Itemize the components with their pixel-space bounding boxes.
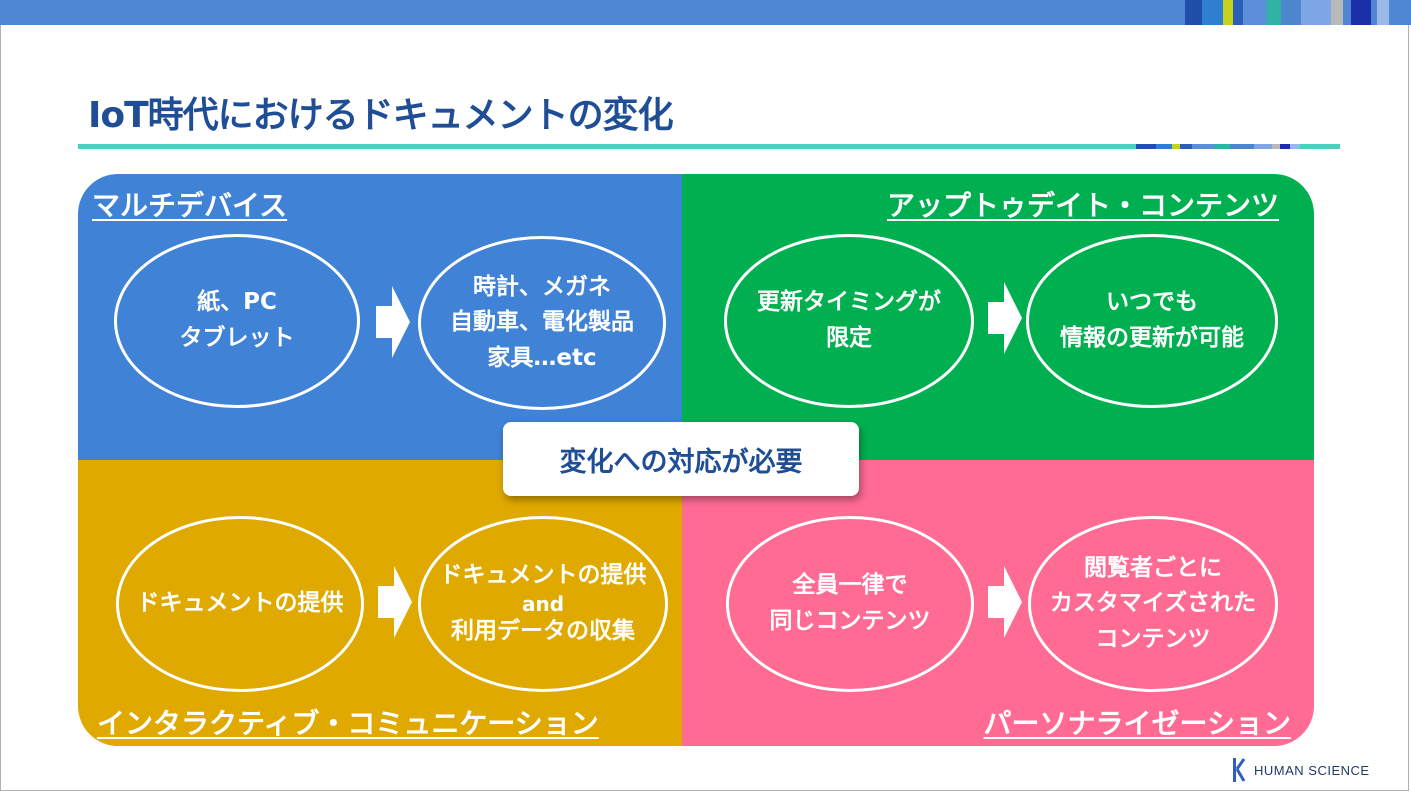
ellipse-text-line: タブレット [179,325,295,351]
ellipse-text-line: 同じコンテンツ [769,608,931,634]
interactive-before-ellipse: ドキュメントの提供 [116,516,364,692]
multi-device-after-ellipse: 時計、メガネ 自動車、電化製品 家具…etc [418,236,666,410]
ellipse-text-line: 情報の更新が可能 [1060,325,1244,351]
logo-text: HUMAN SCIENCE [1254,762,1370,778]
personalization-after-ellipse: 閲覧者ごとに カスタマイズされた コンテンツ [1028,516,1278,692]
ellipse-text-line: 利用データの収集 [451,618,635,644]
interactive-title: インタラクティブ・コミュニケーション [97,707,599,740]
center-label-box: 変化への対応が必要 [503,422,859,496]
up-to-date-title: アップトゥデイト・コンテンツ [886,189,1279,222]
page-title: IoT時代におけるドキュメントの変化 [88,95,674,136]
underline-stripes [1136,144,1300,149]
up-to-date-before-ellipse: 更新タイミングが 限定 [724,234,974,408]
right-arrow-icon [376,286,410,358]
ellipse-text-line: ドキュメントの提供 [136,590,344,617]
ellipse-text-line: コンテンツ [1095,625,1211,652]
ellipse-text-line: いつでも [1106,289,1198,316]
multi-device-before-ellipse: 紙、PC タブレット [114,234,360,408]
company-logo: HUMAN SCIENCE [1232,756,1370,784]
right-arrow-icon [378,566,412,638]
ellipse-text-line: 家具…etc [487,344,597,371]
top-color-bar [0,0,1411,25]
title-underline [78,144,1340,149]
up-to-date-after-ellipse: いつでも 情報の更新が可能 [1026,234,1278,408]
personalization-title: パーソナライゼーション [983,707,1291,740]
multi-device-title: マルチデバイス [92,189,288,222]
top-stripes [1185,0,1389,25]
right-arrow-icon [988,566,1022,638]
ellipse-text-line: 時計、メガネ [473,273,611,300]
ellipse-text-line: カスタマイズされた [1049,590,1257,617]
center-label: 変化への対応が必要 [559,446,803,478]
ellipse-text-line: ドキュメントの提供 [439,562,647,589]
human-science-logo-icon [1233,758,1246,782]
ellipse-text-line: 更新タイミングが [757,289,941,316]
ellipse-text-line: and [521,592,565,616]
interactive-after-ellipse: ドキュメントの提供 and 利用データの収集 [418,516,668,692]
right-arrow-icon [988,282,1022,354]
ellipse-text-line: 自動車、電化製品 [450,309,634,336]
ellipse-text-line: 全員一律で [792,572,908,599]
ellipse-text-line: 閲覧者ごとに [1084,554,1222,581]
personalization-before-ellipse: 全員一律で 同じコンテンツ [726,516,974,692]
ellipse-text-line: 紙、PC [197,289,277,316]
ellipse-text-line: 限定 [826,325,872,351]
